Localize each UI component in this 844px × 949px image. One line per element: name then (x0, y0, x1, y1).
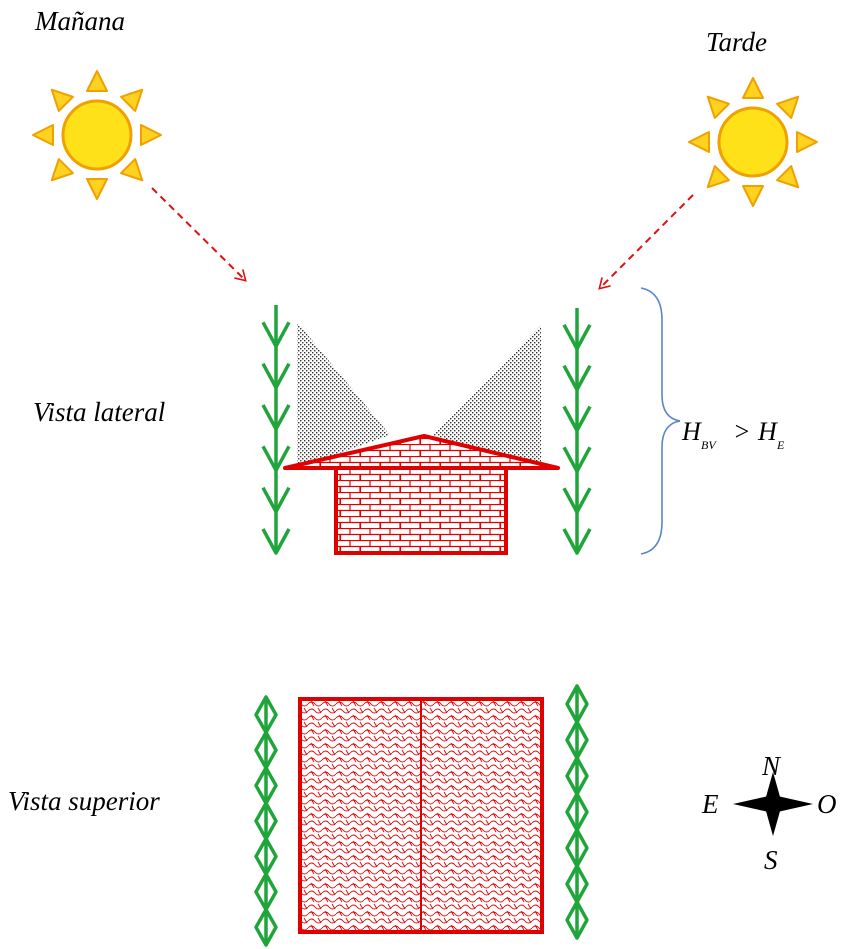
compass-west: O (817, 789, 837, 819)
tree-row-icon (565, 684, 589, 940)
height-formula: H BV > H E (681, 417, 785, 452)
height-brace (640, 287, 681, 555)
formula-h-right: H (757, 417, 778, 446)
afternoon-label: Tarde (706, 27, 767, 57)
formula-operator: > (733, 417, 751, 446)
formula-sub-right: E (776, 438, 785, 452)
morning-sunray-arrow (151, 187, 247, 282)
house-icon (283, 434, 560, 555)
left-shadow (297, 322, 390, 468)
compass-north: N (761, 751, 782, 781)
afternoon-sunray-arrow (598, 194, 694, 290)
compass-rose-icon: N S E O (701, 751, 837, 875)
tree-row-icon (261, 305, 291, 555)
sun-icon (32, 70, 162, 200)
morning-label: Mañana (34, 6, 125, 36)
side-view-label: Vista lateral (33, 397, 165, 427)
tree-row-icon (254, 695, 278, 947)
right-shadow (433, 325, 541, 468)
top-view-label: Vista superior (8, 786, 160, 816)
tree-row-icon (562, 308, 592, 555)
house-top-view (298, 697, 544, 934)
formula-sub-left: BV (701, 438, 717, 452)
formula-h-left: H (681, 417, 702, 446)
compass-south: S (764, 845, 778, 875)
sun-icon (688, 77, 818, 207)
compass-east: E (701, 789, 719, 819)
